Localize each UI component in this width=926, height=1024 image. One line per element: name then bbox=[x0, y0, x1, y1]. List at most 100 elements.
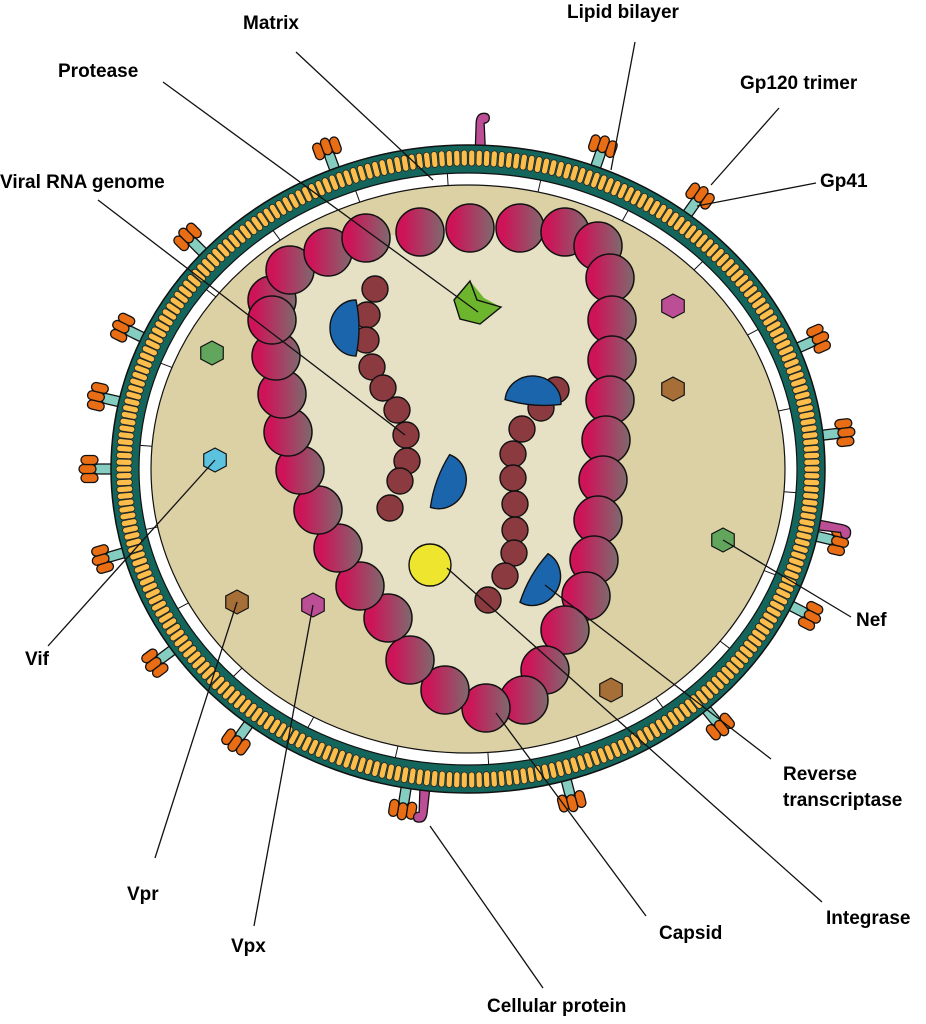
matrix-segment-divider bbox=[655, 697, 664, 708]
lipid-head bbox=[482, 150, 491, 167]
lipid-head bbox=[769, 599, 785, 612]
lipid-head bbox=[583, 752, 594, 769]
lipid-head bbox=[136, 358, 153, 369]
lipid-head bbox=[533, 765, 543, 782]
reverse-transcriptase bbox=[329, 299, 360, 357]
lipid-head bbox=[139, 351, 156, 363]
lipid-head bbox=[191, 268, 206, 283]
matrix-segment-divider bbox=[307, 716, 315, 728]
lipid-head bbox=[475, 149, 483, 167]
lipid-head bbox=[268, 203, 281, 220]
capsid-protein bbox=[335, 561, 385, 611]
lipid-head bbox=[475, 771, 483, 789]
lipid-head bbox=[482, 771, 491, 788]
lipid-head bbox=[799, 511, 817, 521]
lipid-head bbox=[802, 438, 820, 446]
rna-nucleotide bbox=[508, 415, 536, 443]
lipid-head bbox=[233, 694, 247, 709]
label-vif: Vif bbox=[25, 649, 49, 670]
rna-nucleotide bbox=[499, 464, 527, 492]
reverse-transcriptase-shape bbox=[519, 552, 562, 607]
lipid-head bbox=[790, 377, 807, 388]
lipid-head bbox=[468, 149, 476, 167]
rna-nucleotide bbox=[361, 275, 389, 303]
lipid-head bbox=[364, 758, 374, 776]
lipid-head bbox=[751, 628, 767, 642]
label-gp41: Gp41 bbox=[820, 171, 868, 192]
lipid-head bbox=[262, 714, 275, 731]
lipid-head bbox=[802, 485, 820, 493]
lipid-head bbox=[151, 599, 167, 612]
gp120-gp41-spike bbox=[312, 136, 342, 174]
matrix-segment-divider bbox=[177, 602, 189, 610]
lipid-head bbox=[233, 229, 247, 244]
lipid-head bbox=[250, 707, 264, 723]
rna-nucleotide bbox=[499, 440, 527, 468]
capsid-leader bbox=[495, 712, 647, 917]
lipid-head bbox=[131, 556, 148, 567]
lipid-head bbox=[216, 680, 231, 695]
lipid-head bbox=[117, 431, 135, 440]
matrix-segment-divider bbox=[140, 444, 153, 447]
lipid-head bbox=[801, 431, 819, 440]
cellular-protein-shape bbox=[474, 112, 490, 151]
matrix-segment-divider bbox=[233, 667, 243, 677]
lipid-head bbox=[762, 611, 778, 624]
lipid-head bbox=[294, 189, 306, 206]
lipid-head bbox=[133, 563, 151, 574]
lipid-head bbox=[762, 314, 778, 327]
lipid-head bbox=[617, 183, 628, 200]
lipid-head bbox=[158, 314, 174, 327]
lipid-head bbox=[127, 384, 144, 394]
gp120-subunit bbox=[117, 312, 136, 327]
lipid-head bbox=[655, 718, 668, 735]
lipid-head bbox=[144, 338, 161, 351]
lipid-head bbox=[118, 505, 136, 514]
lipid-head bbox=[216, 243, 231, 258]
lipid-head bbox=[617, 738, 628, 755]
lipid-head bbox=[415, 768, 424, 786]
lipid-head bbox=[201, 666, 216, 680]
lipid-head bbox=[161, 617, 178, 630]
lipid-head bbox=[371, 760, 381, 777]
lipid-head bbox=[342, 169, 353, 186]
matrix-segment-divider bbox=[763, 570, 776, 576]
lipid-head bbox=[785, 563, 803, 574]
lipid-head bbox=[131, 371, 148, 382]
lipid-head bbox=[238, 698, 252, 714]
lipid-head bbox=[751, 296, 767, 310]
protease bbox=[453, 279, 503, 325]
gp120-subunit bbox=[141, 648, 158, 664]
lipid-head bbox=[227, 233, 241, 249]
lipid-head bbox=[798, 518, 816, 527]
lipid-head bbox=[423, 769, 432, 787]
lipid-head bbox=[186, 274, 202, 288]
lipid-head bbox=[802, 492, 820, 500]
lipid-head bbox=[684, 698, 698, 714]
lipid-head bbox=[758, 617, 775, 630]
lipid-head bbox=[636, 192, 648, 209]
lipid-head bbox=[603, 744, 615, 761]
lipid-head bbox=[700, 238, 714, 253]
gp120-subunit bbox=[837, 426, 856, 438]
lipid-head bbox=[526, 154, 536, 172]
lipid-head bbox=[720, 258, 735, 272]
lipid-head bbox=[165, 623, 181, 636]
lipid-head bbox=[117, 498, 135, 507]
lipid-head bbox=[715, 253, 730, 268]
gp120-subunit bbox=[90, 381, 109, 394]
lipid-head bbox=[797, 404, 814, 414]
lipid-head bbox=[115, 451, 133, 460]
label-matrix: Matrix bbox=[243, 13, 299, 34]
nef-leader bbox=[722, 539, 852, 618]
lipid-head bbox=[747, 634, 763, 648]
vpx-leader bbox=[253, 604, 314, 927]
lipid-head bbox=[115, 458, 133, 466]
lipid-head bbox=[400, 154, 410, 172]
lipid-head bbox=[206, 253, 221, 268]
lipid-head bbox=[385, 763, 395, 781]
lipid-head bbox=[301, 186, 313, 203]
leader-lines bbox=[47, 41, 852, 989]
matrix-segment-divider bbox=[206, 289, 217, 298]
label-gp120-trimer: Gp120 trimer bbox=[740, 73, 858, 94]
